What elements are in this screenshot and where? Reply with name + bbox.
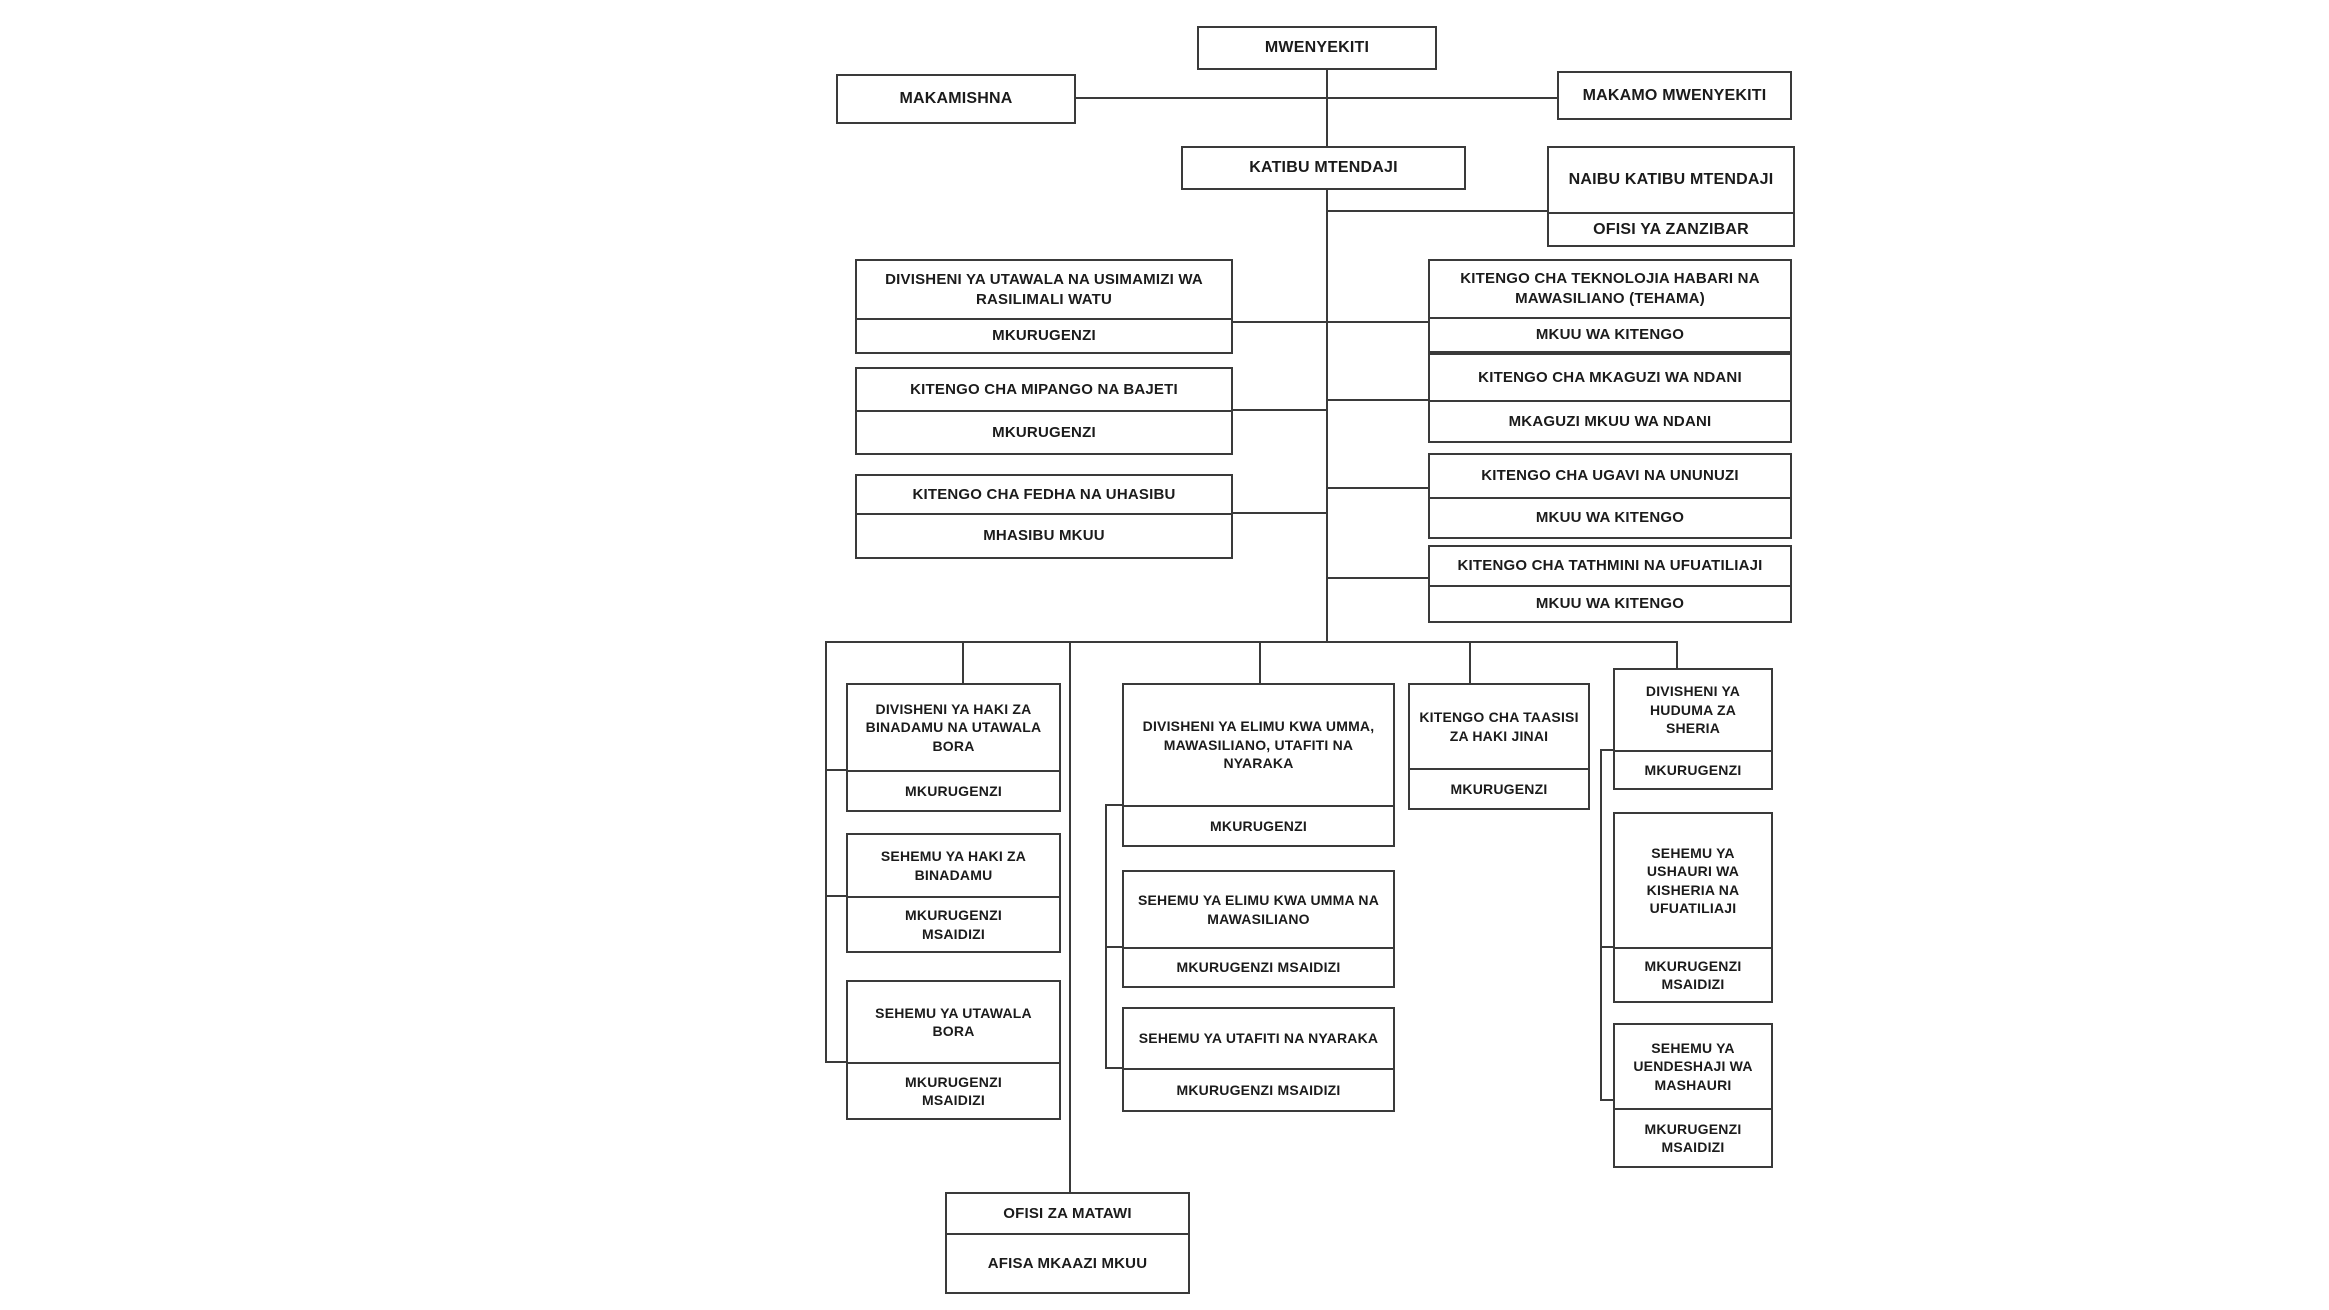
connector-line bbox=[1069, 641, 1071, 1192]
node-title: KITENGO CHA FEDHA NA UHASIBU bbox=[912, 485, 1176, 503]
node-role: MKURUGENZI bbox=[1124, 805, 1393, 845]
connector-line bbox=[1233, 409, 1326, 411]
connector-line bbox=[825, 895, 846, 897]
node-role: MKUU WA KITENGO bbox=[1430, 585, 1790, 621]
node-sehemu-ushauri-kisheria: SEHEMU YA USHAURI WA KISHERIA NA UFUATIL… bbox=[1613, 812, 1773, 1003]
node-sehemu-uendeshaji-mashauri: SEHEMU YA UENDESHAJI WA MASHAURI MKURUGE… bbox=[1613, 1023, 1773, 1168]
connector-line bbox=[1326, 487, 1428, 489]
node-title: DIVISHENI YA HAKI ZA BINADAMU NA UTAWALA… bbox=[865, 700, 1042, 754]
node-role: MKURUGENZI bbox=[848, 770, 1059, 810]
node-sehemu-utawala-bora: SEHEMU YA UTAWALA BORA MKURUGENZI MSAIDI… bbox=[846, 980, 1061, 1120]
node-title: MAKAMISHNA bbox=[899, 90, 1013, 108]
node-role: MKURUGENZI bbox=[1410, 768, 1588, 808]
connector-line bbox=[1105, 804, 1122, 806]
node-title: DIVISHENI YA ELIMU KWA UMMA, MAWASILIANO… bbox=[1142, 718, 1375, 772]
node-title: KITENGO CHA TEKNOLOJIA HABARI NA MAWASIL… bbox=[1460, 270, 1760, 307]
connector-line bbox=[1326, 190, 1328, 642]
node-mwenyekiti: MWENYEKITI bbox=[1197, 26, 1437, 70]
node-title: SEHEMU YA UENDESHAJI WA MASHAURI bbox=[1633, 1039, 1753, 1093]
node-role: MKURUGENZI bbox=[857, 318, 1231, 352]
connector-line bbox=[1600, 749, 1602, 1101]
node-title: SEHEMU YA HAKI ZA BINADAMU bbox=[880, 848, 1027, 883]
node-title: SEHEMU YA ELIMU KWA UMMA NA MAWASILIANO bbox=[1137, 892, 1380, 927]
node-makamo-mwenyekiti: MAKAMO MWENYEKITI bbox=[1557, 71, 1792, 120]
node-title: KITENGO CHA MIPANGO NA BAJETI bbox=[910, 380, 1178, 398]
node-title: DIVISHENI YA UTAWALA NA USIMAMIZI WA RAS… bbox=[885, 270, 1203, 308]
node-title: DIVISHENI YA HUDUMA ZA SHERIA bbox=[1645, 683, 1741, 737]
node-sehemu-elimu-mawasiliano: SEHEMU YA ELIMU KWA UMMA NA MAWASILIANO … bbox=[1122, 870, 1395, 988]
connector-line bbox=[825, 641, 827, 1063]
node-divisheni-huduma-sheria: DIVISHENI YA HUDUMA ZA SHERIA MKURUGENZI bbox=[1613, 668, 1773, 790]
node-kitengo-taasisi-jinai: KITENGO CHA TAASISI ZA HAKI JINAI MKURUG… bbox=[1408, 683, 1590, 810]
connector-line bbox=[1326, 399, 1428, 401]
node-role: MKURUGENZI MSAIDIZI bbox=[1124, 947, 1393, 986]
node-role: AFISA MKAAZI MKUU bbox=[947, 1233, 1188, 1292]
node-role: MKAGUZI MKUU WA NDANI bbox=[1430, 400, 1790, 441]
node-kitengo-ugavi-ununuzi: KITENGO CHA UGAVI NA UNUNUZI MKUU WA KIT… bbox=[1428, 453, 1792, 539]
connector-line bbox=[1676, 641, 1678, 668]
connector-line bbox=[962, 641, 964, 683]
node-role: MKURUGENZI MSAIDIZI bbox=[1615, 947, 1771, 1001]
connector-line bbox=[1233, 512, 1326, 514]
node-role: MHASIBU MKUU bbox=[857, 513, 1231, 557]
node-divisheni-haki-binadamu: DIVISHENI YA HAKI ZA BINADAMU NA UTAWALA… bbox=[846, 683, 1061, 812]
node-title: MAKAMO MWENYEKITI bbox=[1582, 86, 1767, 104]
node-kitengo-tathmini: KITENGO CHA TATHMINI NA UFUATILIAJI MKUU… bbox=[1428, 545, 1792, 623]
node-role: MKURUGENZI bbox=[1615, 750, 1771, 788]
node-title: NAIBU KATIBU MTENDAJI bbox=[1568, 171, 1774, 189]
node-title: KITENGO CHA TATHMINI NA UFUATILIAJI bbox=[1457, 557, 1763, 575]
node-role: MKUU WA KITENGO bbox=[1430, 497, 1790, 537]
connector-line bbox=[1105, 946, 1122, 948]
node-title: SEHEMU YA UTAFITI NA NYARAKA bbox=[1138, 1030, 1379, 1047]
node-kitengo-mkaguzi-ndani: KITENGO CHA MKAGUZI WA NDANI MKAGUZI MKU… bbox=[1428, 353, 1792, 443]
connector-line bbox=[1233, 321, 1428, 323]
node-naibu-katibu-mtendaji: NAIBU KATIBU MTENDAJI OFISI YA ZANZIBAR bbox=[1547, 146, 1795, 247]
node-title: KITENGO CHA UGAVI NA UNUNUZI bbox=[1481, 467, 1739, 485]
connector-line bbox=[1105, 1067, 1122, 1069]
connector-line bbox=[1600, 749, 1613, 751]
connector-line bbox=[1076, 97, 1557, 99]
connector-line bbox=[1469, 641, 1471, 683]
node-role: OFISI YA ZANZIBAR bbox=[1549, 212, 1793, 245]
connector-line bbox=[825, 641, 1677, 643]
node-title: SEHEMU YA USHAURI WA KISHERIA NA UFUATIL… bbox=[1646, 844, 1740, 916]
connector-line bbox=[1600, 1099, 1613, 1101]
connector-line bbox=[825, 1061, 846, 1063]
connector-line bbox=[1326, 70, 1328, 146]
node-role: MKURUGENZI MSAIDIZI bbox=[848, 896, 1059, 951]
node-role: MKURUGENZI bbox=[857, 410, 1231, 453]
node-kitengo-mipango-bajeti: KITENGO CHA MIPANGO NA BAJETI MKURUGENZI bbox=[855, 367, 1233, 455]
node-kitengo-tehama: KITENGO CHA TEKNOLOJIA HABARI NA MAWASIL… bbox=[1428, 259, 1792, 353]
node-title: KATIBU MTENDAJI bbox=[1249, 159, 1398, 177]
node-makamishna: MAKAMISHNA bbox=[836, 74, 1076, 124]
connector-line bbox=[1105, 804, 1107, 1069]
connector-line bbox=[1600, 946, 1613, 948]
node-title: SEHEMU YA UTAWALA BORA bbox=[875, 1004, 1032, 1039]
connector-line bbox=[1326, 210, 1547, 212]
node-katibu-mtendaji: KATIBU MTENDAJI bbox=[1181, 146, 1466, 190]
node-title: OFISI ZA MATAWI bbox=[1003, 1204, 1132, 1222]
connector-line bbox=[825, 769, 846, 771]
node-role: MKURUGENZI MSAIDIZI bbox=[1124, 1068, 1393, 1110]
node-divisheni-elimu: DIVISHENI YA ELIMU KWA UMMA, MAWASILIANO… bbox=[1122, 683, 1395, 847]
connector-line bbox=[1326, 577, 1428, 579]
node-divisheni-utawala-rasilimali: DIVISHENI YA UTAWALA NA USIMAMIZI WA RAS… bbox=[855, 259, 1233, 354]
node-title: KITENGO CHA MKAGUZI WA NDANI bbox=[1478, 368, 1742, 386]
node-role: MKURUGENZI MSAIDIZI bbox=[1615, 1108, 1771, 1166]
node-ofisi-za-matawi: OFISI ZA MATAWI AFISA MKAAZI MKUU bbox=[945, 1192, 1190, 1294]
node-kitengo-fedha-uhasibu: KITENGO CHA FEDHA NA UHASIBU MHASIBU MKU… bbox=[855, 474, 1233, 559]
node-title: MWENYEKITI bbox=[1264, 39, 1370, 57]
node-role: MKURUGENZI MSAIDIZI bbox=[848, 1062, 1059, 1118]
node-sehemu-haki-binadamu: SEHEMU YA HAKI ZA BINADAMU MKURUGENZI MS… bbox=[846, 833, 1061, 953]
node-sehemu-utafiti-nyaraka: SEHEMU YA UTAFITI NA NYARAKA MKURUGENZI … bbox=[1122, 1007, 1395, 1112]
node-role: MKUU WA KITENGO bbox=[1430, 317, 1790, 351]
node-title: KITENGO CHA TAASISI ZA HAKI JINAI bbox=[1419, 709, 1579, 744]
connector-line bbox=[1259, 641, 1261, 683]
